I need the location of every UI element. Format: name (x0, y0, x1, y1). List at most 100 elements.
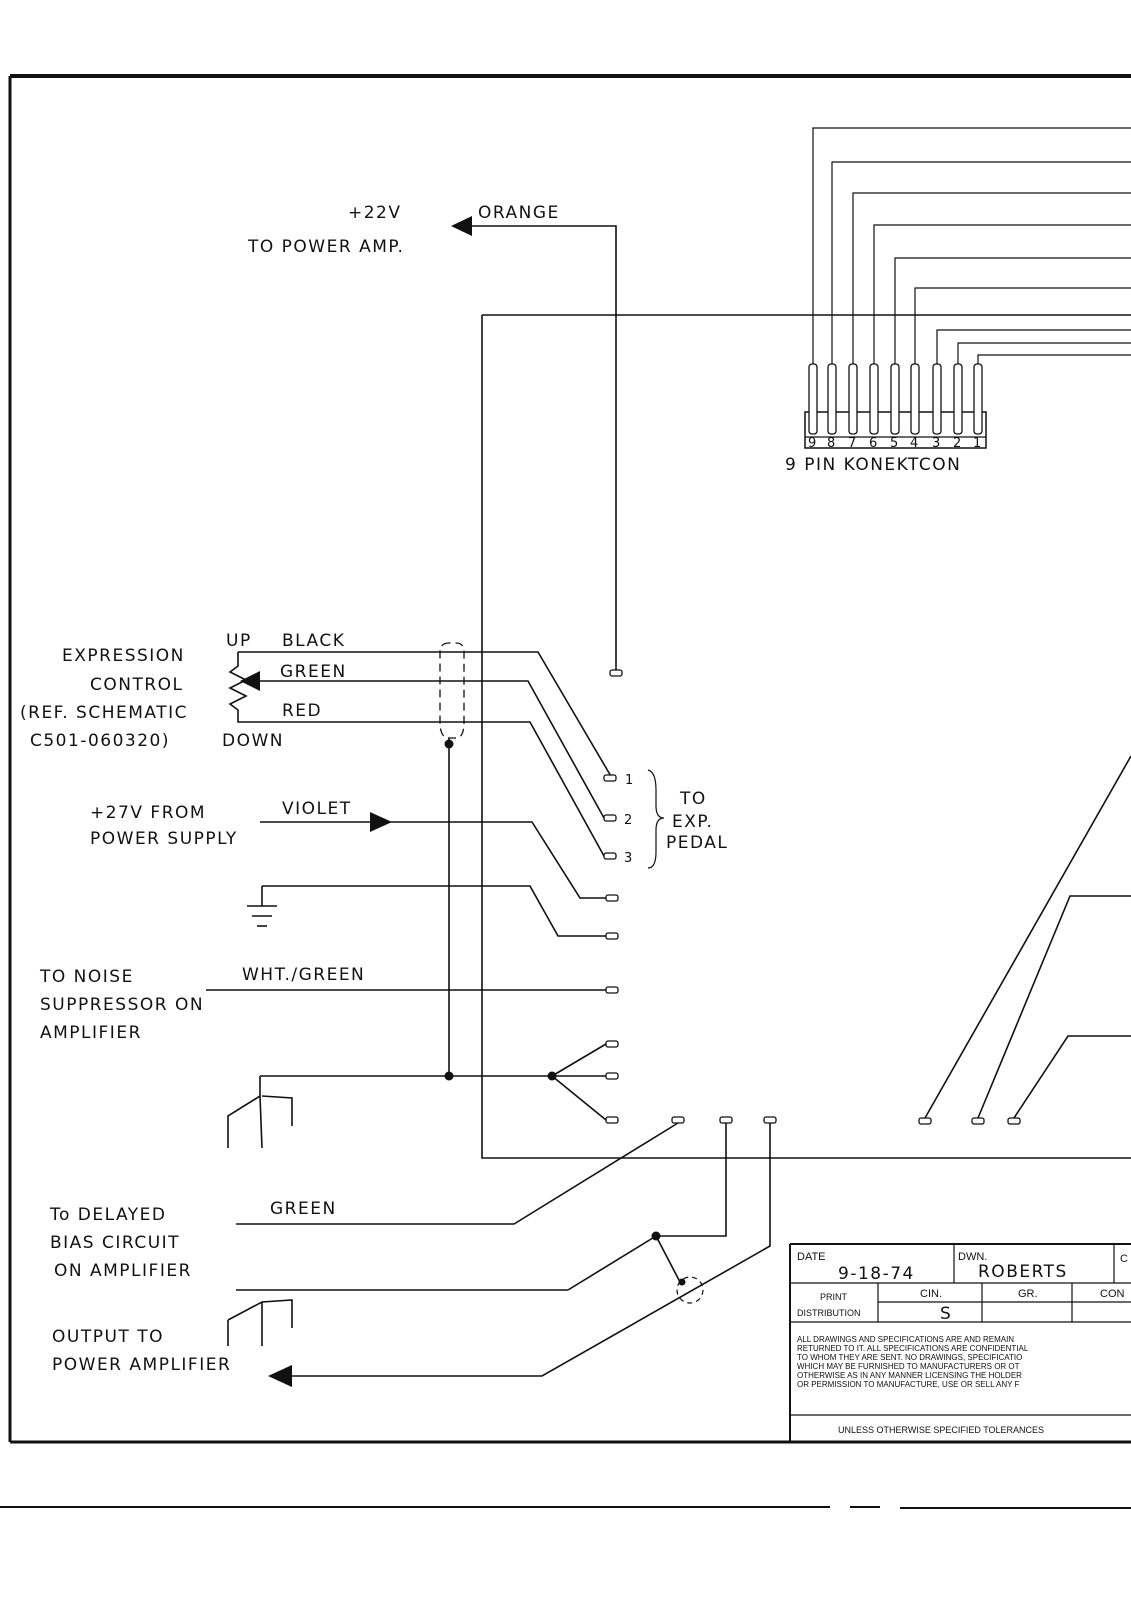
dwn-label: DWN. (958, 1251, 987, 1263)
shield-dashed (439, 642, 465, 739)
violet-arrow (370, 812, 392, 832)
wiper-arrow (240, 671, 260, 691)
output-wire (290, 1123, 771, 1377)
connector-pin-7 (848, 363, 858, 435)
connector-pin-1 (973, 363, 983, 435)
green-wire-label: GREEN (280, 662, 347, 682)
date-value: 9-18-74 (838, 1264, 915, 1284)
connector-pin-6 (869, 363, 879, 435)
connector-pins (808, 363, 983, 435)
ground-bus-node-1 (444, 1071, 454, 1081)
shield-output-drain (655, 1235, 681, 1283)
notice-line-1: ALL DRAWINGS AND SPECIFICATIONS ARE AND … (797, 1335, 1014, 1344)
harness-bus (481, 314, 1131, 1159)
connector-wires (812, 127, 1131, 364)
connector-pin-2 (953, 363, 963, 435)
orange-wire-label: ORANGE (478, 203, 560, 223)
delayed-label-3: ON AMPLIFIER (54, 1261, 192, 1281)
tolerance-note: UNLESS OTHERWISE SPECIFIED TOLERANCES (838, 1425, 1044, 1435)
output-label-1: OUTPUT TO (52, 1327, 164, 1347)
pedal-pin-2: 2 (624, 813, 633, 828)
notice-line-2: RETURNED TO IT. ALL SPECIFICATIONS ARE C… (797, 1344, 1029, 1353)
plus27v-label-2: POWER SUPPLY (90, 829, 238, 849)
exp-label: EXP. (672, 812, 713, 832)
green-wire (258, 680, 605, 819)
right-wire-3 (1013, 1035, 1131, 1119)
wht-green-label: WHT./GREEN (242, 965, 365, 985)
pedal-brace (647, 769, 665, 869)
connector-pin-number-5: 5 (890, 436, 899, 451)
notice-line-5: OTHERWISE AS IN ANY MANNER LICENSING THE… (797, 1371, 1022, 1380)
terminal-bottom-3 (763, 1116, 777, 1124)
delayed-label-2: BIAS CIRCUIT (50, 1233, 180, 1253)
noise-label-2: SUPPRESSOR ON (40, 995, 204, 1015)
notice-line-4: WHICH MAY BE FURNISHED TO MANUFACTURERS … (797, 1362, 1020, 1371)
expression-control: EXPRESSION CONTROL (REF. SCHEMATIC C501-… (20, 631, 613, 857)
connector-pin-number-9: 9 (808, 436, 817, 451)
terminal-gnd-a (605, 1040, 619, 1048)
green-bias-wire (236, 1122, 679, 1225)
connector-pin-number-2: 2 (953, 436, 962, 451)
cut-c-label: C (1120, 1253, 1128, 1265)
pedal-pin-1: 1 (625, 773, 634, 788)
con-label: CON (1100, 1288, 1125, 1300)
to-power-amp-label: TO POWER AMP. (247, 237, 404, 257)
cin-label: CIN. (920, 1288, 942, 1300)
shield-output-dot (678, 1278, 686, 1286)
chassis-ground-2 (227, 1299, 293, 1346)
connector-pin-9 (808, 363, 818, 435)
right-wire-1 (924, 755, 1131, 1119)
drawing-border (0, 74, 1131, 1509)
expression-label-1: EXPRESSION (62, 646, 185, 666)
distribution-label: DISTRIBUTION (797, 1308, 861, 1318)
cin-value: S (940, 1304, 952, 1324)
output-shield-lead (567, 1123, 727, 1291)
terminal-bottom-2 (719, 1116, 733, 1124)
terminal-right-1 (918, 1117, 932, 1125)
orange-wire (470, 225, 617, 670)
connector-pin-4 (910, 363, 920, 435)
up-label: UP (226, 631, 252, 651)
black-wire (238, 651, 613, 779)
connector-pin-5 (890, 363, 900, 435)
shield-node (444, 739, 454, 749)
connector-pin-number-8: 8 (827, 436, 836, 451)
chassis-ground-1 (227, 1076, 293, 1149)
expression-label-2: CONTROL (90, 675, 184, 695)
connector-pin-8 (827, 363, 837, 435)
ground-fan (551, 1043, 607, 1121)
expression-label-3: (REF. SCHEMATIC (20, 703, 188, 723)
ground-symbol (247, 885, 606, 937)
date-label: DATE (797, 1251, 826, 1263)
pedal-pin-3: 3 (624, 851, 633, 866)
terminal-gnd-b (605, 1072, 619, 1080)
dwn-value: ROBERTS (978, 1262, 1068, 1282)
delayed-label-1: To DELAYED (49, 1205, 167, 1225)
terminal-right-3 (1007, 1117, 1021, 1125)
connector-pin-number-4: 4 (910, 436, 919, 451)
print-label: PRINT (820, 1292, 848, 1302)
noise-label-3: AMPLIFIER (40, 1023, 142, 1043)
connector-pin-number-3: 3 (932, 436, 941, 451)
terminal-bottom-1 (671, 1116, 685, 1124)
terminal-orange (609, 669, 623, 677)
plus27v-label-1: +27V FROM (90, 803, 206, 823)
violet-wire-label: VIOLET (282, 799, 352, 819)
down-label: DOWN (222, 731, 284, 751)
green-bias-label: GREEN (270, 1199, 337, 1219)
terminal-gnd-c (605, 1116, 619, 1124)
red-wire-label: RED (282, 701, 322, 721)
shield-output-dashed (676, 1276, 704, 1304)
orange-arrow (451, 216, 472, 236)
terminal-ground (605, 932, 619, 940)
connector-pin-number-7: 7 (848, 436, 857, 451)
pedal-terminal-2 (603, 814, 617, 822)
terminal-right-2 (971, 1117, 985, 1125)
to-label: TO (679, 789, 707, 809)
title-block: DATE 9-18-74 DWN. ROBERTS C PRINT DISTRI… (789, 1243, 1131, 1442)
terminal-noise (605, 986, 619, 994)
output-arrow (268, 1365, 292, 1387)
